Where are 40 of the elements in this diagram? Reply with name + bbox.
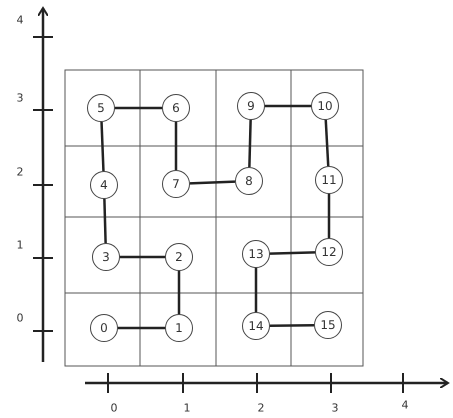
axis-tick-label: 3 (16, 92, 24, 104)
numbered-circle: 7 (162, 170, 190, 198)
numbered-circle: 9 (237, 92, 265, 120)
numbered-circle: 13 (242, 240, 270, 268)
numbered-circle: 6 (162, 94, 190, 122)
connector-line (265, 104, 311, 108)
axis-tick-label: 4 (402, 398, 408, 412)
numbered-circle: 15 (314, 311, 342, 339)
numbered-circle: 12 (315, 238, 343, 266)
numbered-circle: 4 (90, 171, 118, 199)
axis-tick-label: 0 (16, 312, 24, 324)
connector-line (100, 122, 105, 172)
axis-tick-label: 4 (16, 14, 24, 26)
axis-tick-label: 1 (16, 238, 24, 252)
numbered-circle: 2 (165, 243, 193, 271)
connector-line (115, 106, 162, 110)
numbered-circle: 3 (92, 243, 120, 271)
axis-tick-label: 2 (16, 166, 24, 178)
connector-line (328, 194, 330, 238)
numbered-circle: 5 (87, 94, 115, 122)
connector-line (254, 268, 258, 312)
connector-line (103, 198, 107, 244)
connector-line (270, 324, 314, 328)
connector-line (120, 256, 165, 258)
axis-tick-label: 0 (110, 402, 118, 414)
numbered-circle: 8 (235, 167, 263, 195)
axis-tick-label: 2 (258, 402, 264, 414)
numbered-circle: 14 (242, 312, 270, 340)
connector-line (178, 271, 180, 314)
connector-line (248, 120, 252, 168)
connector-line (270, 251, 316, 255)
numbered-circle: 0 (90, 314, 118, 342)
connector-line (118, 326, 165, 330)
numbered-circle: 1 (165, 314, 193, 342)
connector-line (174, 122, 178, 170)
numbered-circle: 10 (311, 92, 339, 120)
numbered-circle: 11 (315, 166, 343, 194)
axis-tick-label: 3 (332, 402, 338, 414)
connector-line (190, 180, 236, 185)
axis-tick-label: 1 (184, 402, 190, 414)
